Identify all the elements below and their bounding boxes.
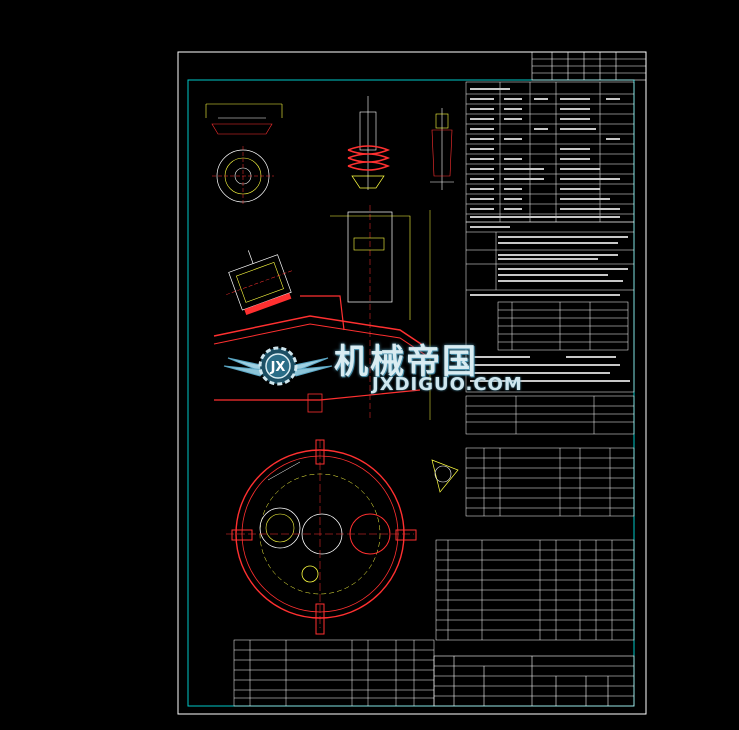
winged-gear-icon: JX — [223, 346, 333, 386]
detail-flange-section — [205, 103, 283, 135]
watermark-text-en: JXDIGUO.COM — [372, 374, 523, 395]
main-title-block — [433, 655, 635, 707]
tech-spec-text-marks — [470, 88, 620, 218]
detail-side-elevation — [430, 108, 454, 190]
nozzle-table — [465, 395, 635, 517]
vessel-plan-view — [226, 439, 417, 635]
detail-plan-circle — [212, 146, 274, 206]
outer-frame — [177, 51, 647, 715]
tech-requirements-block — [465, 221, 635, 393]
detail-screw-shaft — [347, 96, 391, 190]
agitator-assembly-tilted — [226, 250, 294, 316]
vessel-elevation-view — [213, 205, 431, 420]
bill-of-materials — [435, 539, 635, 641]
tech-spec-table — [465, 81, 635, 223]
top-title-block — [531, 51, 647, 81]
detail-triangle-flange — [431, 459, 459, 493]
watermark-text-cn: 机械帝国 — [334, 342, 478, 382]
watermark-logo: JX 机械帝国 JXDIGUO.COM — [222, 330, 522, 400]
watermark-badge: JX — [270, 360, 286, 375]
